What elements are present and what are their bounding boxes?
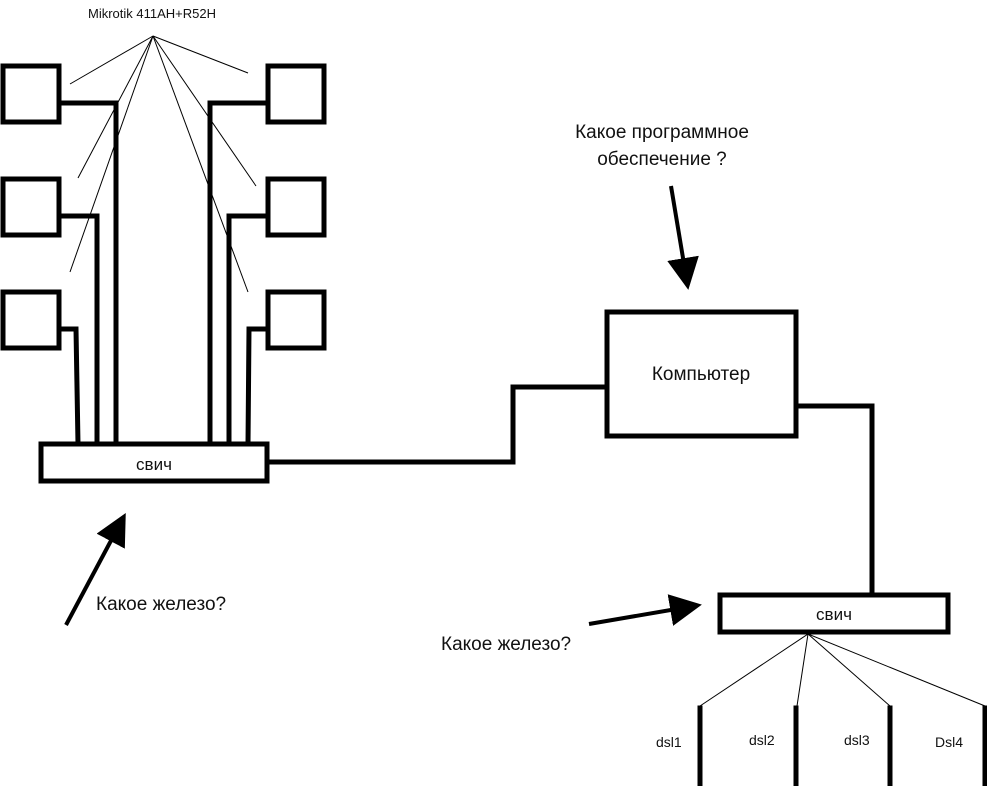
access-points-left xyxy=(0,63,62,351)
cable xyxy=(207,100,271,447)
access-point-box xyxy=(0,63,62,125)
dsl-label-1: dsl1 xyxy=(656,734,682,750)
access-points-right xyxy=(265,63,327,351)
access-point-box xyxy=(265,176,327,238)
antenna-label: Mikrotik 411AH+R52H xyxy=(88,6,216,21)
cable xyxy=(245,326,271,447)
software-arrow-icon xyxy=(667,185,699,290)
cables-left xyxy=(56,100,119,447)
cable xyxy=(56,213,100,447)
hardware-question-right: Какое железо? xyxy=(441,634,571,655)
pointer-line xyxy=(69,35,154,273)
cables-right xyxy=(207,100,271,447)
pointer-line xyxy=(152,35,257,187)
access-point-box xyxy=(0,176,62,238)
access-point-box xyxy=(265,63,327,125)
right-switch-label: свич xyxy=(816,605,852,624)
pointer-line xyxy=(699,633,809,707)
cable xyxy=(56,326,81,447)
computer-box xyxy=(604,309,799,439)
pointer-line xyxy=(152,35,249,74)
hardware-question-left: Какое железо? xyxy=(96,594,226,615)
pointer-line xyxy=(796,633,809,707)
cable xyxy=(56,100,119,447)
software-question-line-1: Какое программное xyxy=(575,122,749,143)
cable xyxy=(226,213,271,447)
antenna-pointer-lines xyxy=(69,35,257,293)
pointer-line xyxy=(152,35,249,293)
cable-computer-to-switch xyxy=(793,403,875,600)
access-point-box xyxy=(0,289,62,351)
pointer-line xyxy=(807,633,986,707)
dsl-fan-lines xyxy=(699,633,986,707)
left-switch-label: свич xyxy=(136,455,172,474)
right-switch xyxy=(717,592,951,635)
pointer-line xyxy=(69,35,154,85)
dsl-label-3: dsl3 xyxy=(844,732,870,748)
access-point-box xyxy=(265,289,327,351)
hardware-arrow-right-icon xyxy=(588,594,702,626)
pointer-line xyxy=(807,633,891,707)
dsl-label-4: Dsl4 xyxy=(935,734,963,750)
hardware-arrow-left-icon xyxy=(64,512,126,626)
cable-switch-to-computer xyxy=(264,384,610,465)
dsl-label-2: dsl2 xyxy=(749,732,775,748)
software-question-line-2: обеспечение ? xyxy=(597,149,727,170)
dsl-lines xyxy=(697,705,987,786)
left-switch xyxy=(38,441,270,484)
computer-label: Компьютер xyxy=(652,364,750,385)
